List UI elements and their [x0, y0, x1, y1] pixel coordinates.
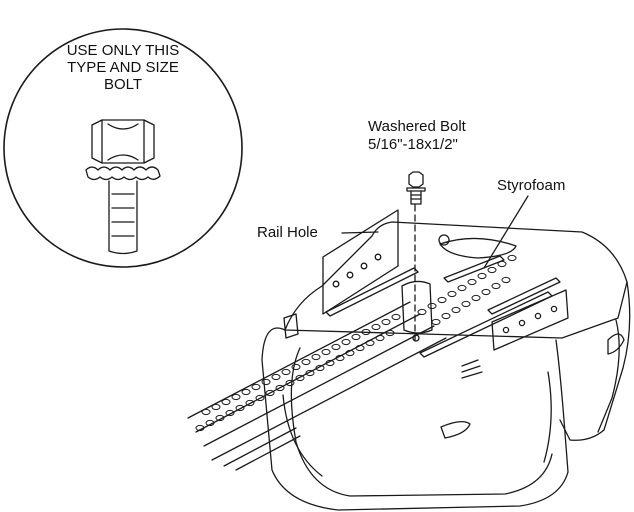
rail-hole-label: Rail Hole: [257, 224, 318, 241]
washered-bolt-label: Washered Bolt: [368, 118, 466, 135]
bolt-callout-circle: [3, 28, 243, 268]
motor-unit: [261, 209, 631, 511]
washered-bolt-icon: [406, 171, 426, 205]
bolt-size-label: 5/16"-18x1/2": [368, 136, 458, 153]
chain-rear-row: [417, 254, 517, 326]
rail-assembly: [187, 301, 447, 471]
bolt-callout-text: USE ONLY THIS TYPE AND SIZE BOLT: [38, 42, 208, 93]
styrofoam-leader: [483, 195, 529, 269]
chain-lower-row: [195, 329, 395, 432]
styrofoam-label: Styrofoam: [497, 177, 566, 194]
rail-hole-leader: [341, 231, 379, 234]
callout-line-1: USE ONLY THIS: [66, 42, 180, 59]
bolt-detail-icon: [85, 119, 161, 255]
callout-line-3: BOLT: [103, 76, 143, 93]
chain-upper-row: [201, 313, 401, 416]
chain: [195, 254, 517, 432]
callout-line-2: TYPE AND SIZE: [67, 59, 179, 76]
